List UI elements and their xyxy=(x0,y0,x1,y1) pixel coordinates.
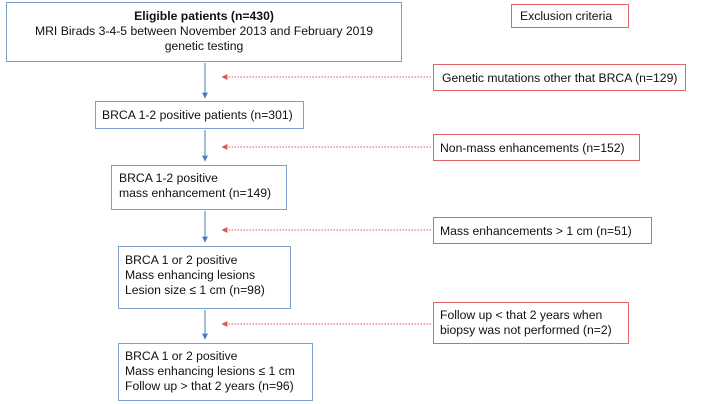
final-cohort-line1: BRCA 1 or 2 positive xyxy=(125,349,238,363)
final-cohort-box: BRCA 1 or 2 positive Mass enhancing lesi… xyxy=(118,343,313,401)
exclusion-mass-size-box: Mass enhancements > 1 cm (n=51) xyxy=(433,217,652,244)
final-cohort-line3: Follow up > that 2 years (n=96) xyxy=(125,379,294,393)
brca-positive-patients-label: BRCA 1-2 positive patients (n=301) xyxy=(102,108,293,122)
eligible-patients-testing: genetic testing xyxy=(164,39,244,53)
mass-enhancement-line2: mass enhancement (n=149) xyxy=(119,186,272,200)
exclusion-follow-up-line2: biopsy was not performed (n=2) xyxy=(440,323,612,337)
exclusion-criteria-header: Exclusion criteria xyxy=(511,4,629,28)
eligible-patients-criteria: MRI Birads 3-4-5 between November 2013 a… xyxy=(34,24,374,38)
mass-enhancement-line1: BRCA 1-2 positive xyxy=(119,171,218,185)
exclusion-genetic-mutations-label: Genetic mutations other that BRCA (n=129… xyxy=(442,71,678,85)
exclusion-non-mass-box: Non-mass enhancements (n=152) xyxy=(433,134,640,161)
mass-enhancement-box: BRCA 1-2 positive mass enhancement (n=14… xyxy=(111,165,287,210)
exclusion-follow-up-box: Follow up < that 2 years when biopsy was… xyxy=(433,302,629,344)
lesion-size-line2: Mass enhancing lesions xyxy=(125,268,256,282)
exclusion-criteria-label: Exclusion criteria xyxy=(520,9,613,23)
eligible-patients-box: Eligible patients (n=430) MRI Birads 3-4… xyxy=(6,2,402,62)
final-cohort-line2: Mass enhancing lesions ≤ 1 cm xyxy=(125,364,295,378)
eligible-patients-title: Eligible patients (n=430) xyxy=(134,9,274,23)
brca-positive-patients-box: BRCA 1-2 positive patients (n=301) xyxy=(95,101,304,129)
exclusion-follow-up-line1: Follow up < that 2 years when xyxy=(440,308,603,322)
lesion-size-line1: BRCA 1 or 2 positive xyxy=(125,253,238,267)
exclusion-non-mass-label: Non-mass enhancements (n=152) xyxy=(440,141,625,155)
exclusion-genetic-mutations-box: Genetic mutations other that BRCA (n=129… xyxy=(433,64,686,91)
exclusion-mass-size-label: Mass enhancements > 1 cm (n=51) xyxy=(440,224,632,238)
lesion-size-line3: Lesion size ≤ 1 cm (n=98) xyxy=(125,283,265,297)
lesion-size-box: BRCA 1 or 2 positive Mass enhancing lesi… xyxy=(118,246,291,309)
